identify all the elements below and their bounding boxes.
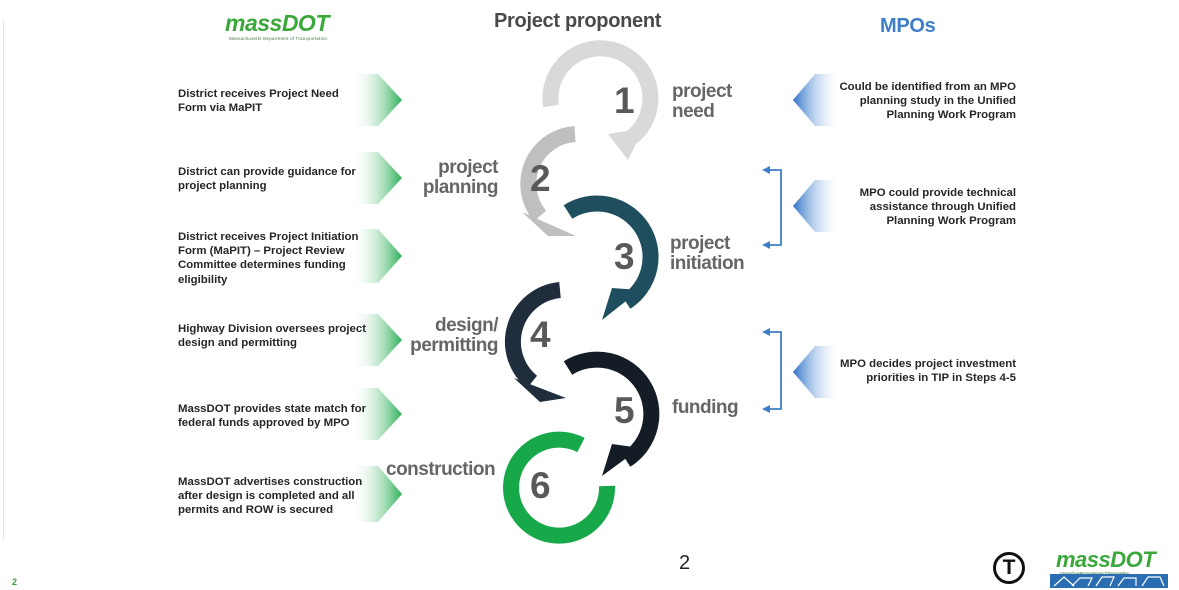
note-line: MassDOT advertises construction: [178, 476, 363, 488]
logo-text: massDOT: [1056, 547, 1156, 572]
note-line: District receives Project Initiation: [178, 231, 359, 243]
district-note-1: District receives Project Need Form via …: [178, 87, 378, 115]
note-line: MPO could provide technical: [859, 187, 1016, 199]
logo-text: massDOT: [225, 10, 329, 36]
green-arrow-5: [355, 388, 402, 440]
massdot-logo-top: massDOT Massachusetts Department of Tran…: [225, 10, 329, 41]
note-line: MassDOT provides state match for: [178, 403, 366, 415]
step-label-5: funding: [672, 397, 739, 418]
green-arrow-6: [355, 466, 402, 522]
step-label-2-line2: planning: [422, 177, 499, 198]
step-label-1-line1: project: [672, 81, 732, 102]
step-label-2: project planning: [420, 157, 499, 198]
step-label-4: design/ permitting: [400, 316, 498, 356]
step-label-4-line1: design/: [434, 315, 499, 336]
mpo-arrows: [793, 74, 838, 398]
mpo-brackets: [766, 169, 782, 410]
step-label-3-line1: project: [670, 233, 730, 254]
step-number-4: 4: [530, 314, 551, 355]
note-line: Planning Work Program: [886, 215, 1016, 228]
bracket-steps-2-3: [766, 169, 782, 246]
note-line: design and permitting: [178, 337, 297, 350]
note-line: permits and ROW is secured: [178, 504, 334, 517]
note-line: Form via MaPIT: [178, 102, 263, 115]
note-line: Planning Work Program: [886, 109, 1016, 122]
step-number-5: 5: [614, 390, 635, 431]
step-label-4-line2: permitting: [410, 335, 498, 356]
bracket-arrowheads: [762, 166, 770, 413]
blue-arrow-1: [793, 74, 838, 126]
page-number: 2: [679, 552, 691, 574]
massdot-logo-bottom: massDOT Massachusetts Department of Tran…: [1056, 547, 1156, 576]
vehicle-icons-banner: [1050, 574, 1168, 588]
step-6-cycle: [503, 431, 616, 544]
step-number-2: 2: [530, 158, 551, 199]
mpo-note-3: MPO decides project investment prioritie…: [756, 357, 1016, 385]
logo-subtitle: Massachusetts Department of Transportati…: [229, 36, 328, 41]
note-line: Could be identified from an MPO: [839, 81, 1016, 93]
step-number-3: 3: [614, 236, 635, 277]
mbta-t-logo: T: [993, 552, 1025, 584]
note-line: priorities in TIP in Steps 4-5: [866, 372, 1016, 385]
note-line: federal funds approved by MPO: [178, 417, 350, 430]
note-line: District receives Project Need: [178, 88, 339, 100]
step-label-5-line1: funding: [672, 397, 739, 418]
slide-edge-line: [3, 20, 4, 540]
step-label-6: construction: [386, 459, 496, 480]
step-label-3: project initiation: [670, 233, 745, 274]
step-label-1-line2: need: [672, 101, 715, 122]
step-label-2-line1: project: [438, 157, 498, 178]
step-number-1: 1: [614, 80, 635, 121]
district-note-2: District can provide guidance for projec…: [178, 165, 378, 193]
note-line: MPO decides project investment: [840, 358, 1016, 370]
green-arrow-2: [355, 152, 402, 204]
bracket-steps-4-5: [766, 331, 782, 410]
mpo-note-2: MPO could provide technical assistance t…: [756, 186, 1016, 229]
note-line: assistance through Unified: [869, 201, 1016, 214]
district-note-3: District receives Project Initiation For…: [178, 230, 378, 287]
green-arrow-4: [355, 314, 402, 366]
blue-arrow-3: [793, 346, 838, 398]
step-5-cycle: [563, 351, 660, 476]
step-3-cycle: [563, 195, 659, 320]
mpo-note-1: Could be identified from an MPO planning…: [756, 80, 1016, 123]
district-note-4: Highway Division oversees project design…: [178, 322, 378, 350]
green-arrow-3: [355, 229, 402, 283]
blue-arrow-2: [793, 180, 838, 232]
note-line: planning study in the Unified: [859, 95, 1016, 108]
note-line: after design is completed and all: [178, 490, 355, 503]
note-line: project planning: [178, 180, 267, 193]
corner-slide-number: 2: [12, 577, 18, 587]
step-number-6: 6: [530, 465, 551, 506]
logo-subtitle: Massachusetts Department of Transportati…: [1060, 571, 1155, 576]
step-4-cycle: [504, 282, 566, 402]
note-line: Form (MaPIT) – Project Review: [178, 245, 345, 258]
green-arrow-1: [355, 74, 402, 126]
step-label-3-line2: initiation: [670, 253, 745, 274]
note-line: eligibility: [178, 273, 228, 286]
district-note-5: MassDOT provides state match for federal…: [178, 402, 378, 430]
note-line: Committee determines funding: [178, 259, 346, 272]
step-1-cycle: [542, 40, 659, 160]
column-title-mpos: MPOs: [880, 15, 936, 37]
vehicle-icons: [1053, 576, 1165, 587]
step-label-1: project need: [672, 82, 732, 122]
district-note-6: MassDOT advertises construction after de…: [178, 475, 378, 518]
column-title-proponent: Project proponent: [494, 10, 662, 32]
district-arrows: [355, 74, 402, 522]
step-label-6-line1: construction: [386, 459, 496, 480]
step-2-cycle: [520, 126, 576, 236]
note-line: Highway Division oversees project: [178, 323, 367, 335]
note-line: District can provide guidance for: [178, 166, 356, 178]
